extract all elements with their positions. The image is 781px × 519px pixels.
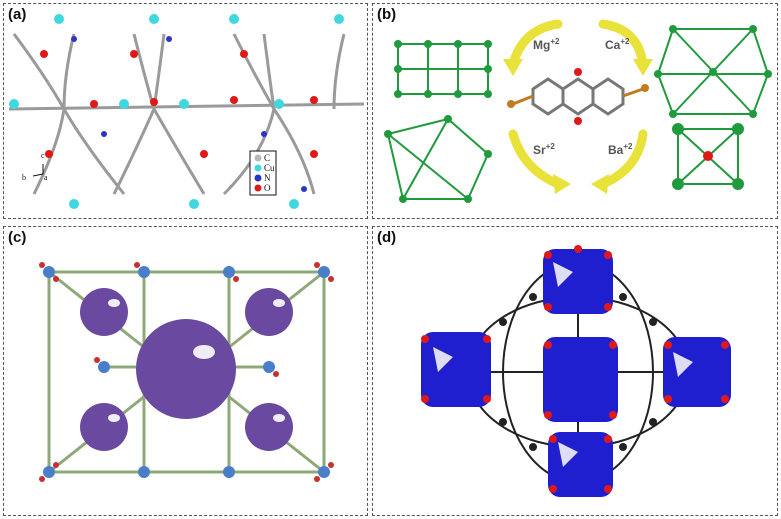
oxygen-atoms <box>421 245 729 493</box>
axis-label-b: b <box>22 173 26 182</box>
arrows <box>508 19 648 189</box>
ion-label-sr: Sr+2 <box>533 142 555 157</box>
legend-carbon: C <box>264 153 270 163</box>
panel-d-label: (d) <box>377 229 397 246</box>
metal-polyhedra <box>421 249 731 497</box>
panel-d: (d) <box>372 226 778 516</box>
legend-copper: Cu <box>264 163 275 173</box>
axis-label-c: c <box>41 151 45 160</box>
panel-a-figure: c b a C Cu N O <box>8 14 365 209</box>
mg-framework <box>397 43 489 95</box>
ligand-molecule <box>507 68 649 125</box>
panel-b: Mg+2 Ca+2 Sr+2 Ba+2 (b) <box>372 3 778 219</box>
panel-a: c b a C Cu N O (a) <box>3 3 368 219</box>
panel-a-label: (a) <box>8 6 27 23</box>
ion-label-mg: Mg+2 <box>533 37 560 52</box>
ion-label-ba: Ba+2 <box>608 142 633 157</box>
ion-label-ca: Ca+2 <box>605 37 630 52</box>
metal-clusters <box>39 262 334 482</box>
pores <box>80 288 293 451</box>
framework-chains <box>8 33 365 196</box>
legend-nitrogen: N <box>264 173 271 183</box>
legend-box <box>249 150 277 196</box>
panel-c-label: (c) <box>8 229 27 246</box>
legend-oxygen: O <box>264 183 271 193</box>
axis-label-a: a <box>44 173 48 182</box>
panel-b-label: (b) <box>377 6 397 23</box>
panel-d-figure <box>421 245 731 497</box>
framework-nodes <box>9 14 344 209</box>
panel-b-figure: Mg+2 Ca+2 Sr+2 Ba+2 <box>384 19 772 203</box>
sr-framework <box>386 117 490 200</box>
panel-c: (c) <box>3 226 368 516</box>
panel-c-figure <box>39 262 334 482</box>
